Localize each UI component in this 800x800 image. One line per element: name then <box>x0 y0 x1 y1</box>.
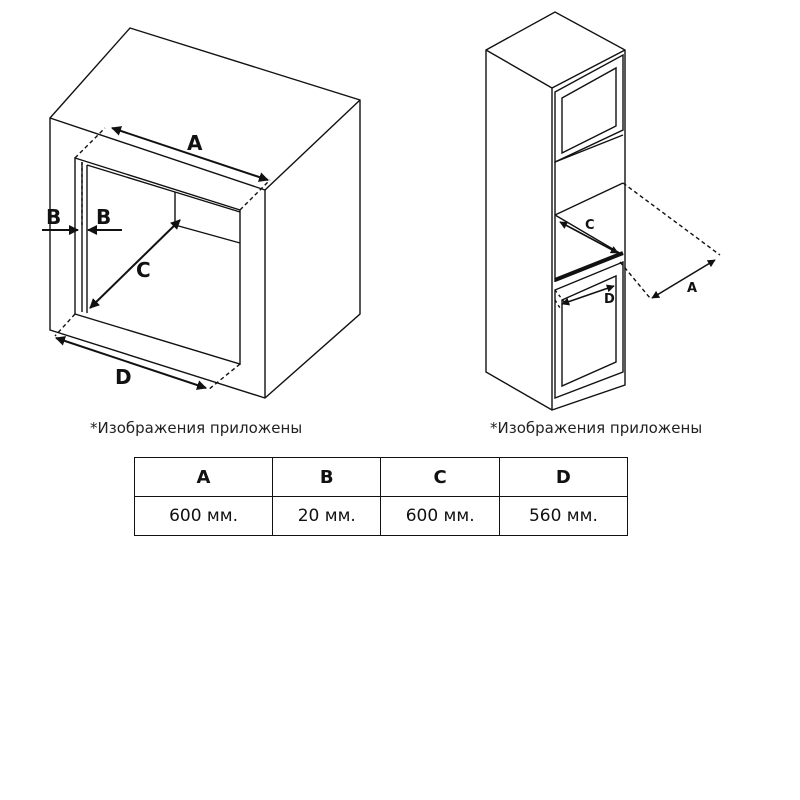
dimension-arrows-left <box>42 126 269 390</box>
header-c: C <box>380 457 500 497</box>
arrow-c <box>89 219 181 309</box>
tower-label-c: C <box>585 218 595 233</box>
dimensions-table: A B C D 600 мм. 20 мм. 600 мм. 560 мм. <box>133 457 629 536</box>
header-a: A <box>133 457 274 497</box>
dimension-arrows-right <box>559 221 716 306</box>
tower-label-d: D <box>604 292 615 307</box>
table-row: 600 мм. 20 мм. 600 мм. 560 мм. <box>133 496 629 536</box>
installation-diagram: A B B C D C A D <box>42 11 721 411</box>
header-d: D <box>498 457 629 497</box>
tower-label-a: A <box>687 281 697 296</box>
caption-right: *Изображения приложены <box>490 419 703 437</box>
label-b-right: B <box>96 205 111 229</box>
tower-arrow-c <box>559 221 619 254</box>
arrow-d <box>55 336 207 390</box>
arrow-a <box>111 126 269 182</box>
label-a: A <box>187 131 203 155</box>
value-a: 600 мм. <box>133 496 274 536</box>
header-b: B <box>272 457 382 497</box>
cabinet-tower-drawing <box>485 11 721 411</box>
value-b: 20 мм. <box>272 496 382 536</box>
value-c: 600 мм. <box>380 496 500 536</box>
table-header-row: A B C D <box>133 457 629 497</box>
label-b-left: B <box>46 205 61 229</box>
label-d: D <box>115 365 132 389</box>
tower-arrow-d <box>561 284 615 306</box>
label-c: C <box>136 258 151 282</box>
caption-left: *Изображения приложены <box>90 419 303 437</box>
tower-arrow-a <box>651 259 716 299</box>
value-d: 560 мм. <box>498 496 629 536</box>
